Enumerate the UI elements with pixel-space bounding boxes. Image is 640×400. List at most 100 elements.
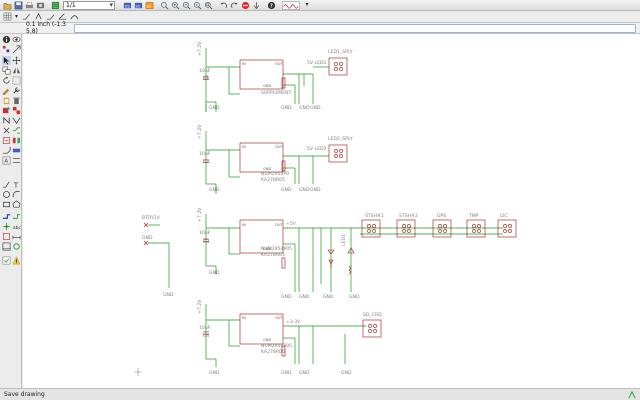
arc-icon[interactable]	[12, 190, 21, 199]
junction-icon[interactable]	[2, 222, 11, 231]
smash-icon[interactable]	[2, 126, 11, 135]
gnd-1c: GND	[299, 105, 310, 111]
erc-icon[interactable]	[2, 256, 11, 265]
board-icon[interactable]	[50, 1, 60, 10]
angle-icon[interactable]	[57, 12, 67, 21]
cam-icon[interactable]	[35, 1, 45, 10]
print-icon[interactable]	[24, 1, 34, 10]
run-icon[interactable]: UL	[144, 1, 154, 10]
invoke-icon[interactable]	[2, 136, 11, 145]
help-icon[interactable]: ?	[266, 1, 276, 10]
reg-sub-2: KA278R05	[261, 177, 285, 183]
regulator-block-4[interactable]: IN OUT GND +7.2V 10uF C4 NUM2954P05 KA27…	[197, 299, 382, 376]
battery-connector[interactable]: BTRY1V GND GND	[142, 215, 174, 298]
zoom-out-icon[interactable]	[181, 1, 191, 10]
save-icon[interactable]	[13, 1, 23, 10]
grid-icon[interactable]	[2, 12, 12, 21]
label-icon[interactable]: abc	[12, 222, 21, 231]
svg-text:UL: UL	[146, 4, 151, 8]
svg-text:US: US	[124, 4, 130, 8]
split-icon[interactable]	[12, 126, 21, 135]
pin-gnd-1: GND	[263, 84, 271, 88]
open-icon[interactable]	[2, 1, 12, 10]
polygon-icon[interactable]	[12, 200, 21, 209]
zoom-in-icon[interactable]	[170, 1, 180, 10]
design-link-dropdown-icon[interactable]: ▾	[305, 1, 309, 8]
delete-icon[interactable]	[12, 96, 21, 105]
pin-out-2: OUT	[275, 145, 283, 149]
main-toolbar: 1/1 US SC UL 1 ? ▾	[0, 0, 640, 11]
crosshair-cursor	[134, 368, 142, 376]
optimize-icon[interactable]	[12, 146, 21, 155]
select-icon[interactable]	[2, 56, 11, 65]
header-stsh2: STSH#2	[399, 213, 418, 219]
mirror-icon[interactable]	[33, 12, 43, 21]
cap-label-2: C2	[203, 159, 209, 165]
zoom-fit-icon[interactable]	[159, 1, 169, 10]
regulator-block-1[interactable]: IN OUT GND +7.2V 10uF C1 SUPPLEMENT 5V L…	[197, 41, 353, 112]
warning-icon[interactable]	[12, 256, 21, 265]
miter-icon[interactable]	[45, 12, 55, 21]
cap-label-3: C3	[203, 239, 209, 245]
replace-icon[interactable]	[12, 106, 21, 115]
miter-tool-icon[interactable]	[2, 146, 11, 155]
mirror-tool-icon[interactable]	[12, 66, 21, 75]
redo-icon[interactable]	[229, 1, 239, 10]
wire-icon[interactable]	[2, 180, 11, 189]
regulator-block-2[interactable]: IN OUT GND +7.2V 10uF C2 NUM2954P0 KA278…	[197, 124, 353, 194]
gate-swap-icon[interactable]	[12, 136, 21, 145]
cap-value-2: 10uF	[199, 151, 211, 157]
zoom-sel-icon[interactable]: 1	[192, 1, 202, 10]
dimension-icon[interactable]	[12, 232, 21, 241]
move-icon[interactable]	[12, 56, 21, 65]
stop-icon[interactable]	[240, 1, 250, 10]
mark-icon[interactable]	[12, 45, 21, 54]
reg-sub-4: KA278R05	[261, 349, 285, 355]
add-icon[interactable]	[2, 106, 11, 115]
command-input[interactable]	[74, 23, 636, 33]
grid-dropdown-icon[interactable]: ▾	[14, 12, 18, 20]
attribute-tool-icon[interactable]	[2, 232, 11, 241]
design-link-icon[interactable]	[281, 0, 301, 10]
name-icon[interactable]	[2, 116, 11, 125]
undo-icon[interactable]	[218, 1, 228, 10]
cap-value-4: 10uF	[199, 325, 211, 331]
regulator-block-3[interactable]: IN OUT GND +7.2V 10uF C3 NUM2954P05 KA27…	[197, 207, 503, 300]
svg-text:abc: abc	[13, 225, 21, 231]
go-icon[interactable]	[251, 1, 261, 10]
net-icon[interactable]	[12, 212, 21, 221]
circle-icon[interactable]	[2, 190, 11, 199]
change-icon[interactable]	[2, 86, 11, 95]
pin-in-2: IN	[242, 145, 246, 149]
headers[interactable]: STSH#1 STSH#2 GPS TMP I2C	[361, 213, 517, 238]
text-icon[interactable]: T	[12, 180, 21, 189]
hole-icon[interactable]	[12, 242, 21, 251]
use-icon[interactable]: US	[122, 1, 132, 10]
rect-icon[interactable]	[2, 200, 11, 209]
gnd-4c: GND	[299, 370, 310, 376]
paste-icon[interactable]	[2, 96, 11, 105]
pin-in-1: IN	[242, 62, 246, 66]
copy-icon[interactable]	[2, 66, 11, 75]
info-icon[interactable]	[2, 35, 11, 44]
script-icon[interactable]: SC	[133, 1, 143, 10]
pin-in-3: IN	[242, 223, 246, 227]
attribute-icon[interactable]: A	[2, 156, 11, 165]
rotate-icon[interactable]	[2, 76, 11, 85]
curve-icon[interactable]	[69, 12, 79, 21]
pinswap-icon[interactable]	[12, 156, 21, 165]
bend-style-icon[interactable]	[21, 12, 31, 21]
value-icon[interactable]	[12, 116, 21, 125]
schematic-drawing[interactable]: IN OUT GND +7.2V 10uF C1 SUPPLEMENT 5V L…	[23, 34, 640, 388]
display-icon[interactable]	[2, 45, 11, 54]
bus-icon[interactable]	[2, 212, 11, 221]
group-icon[interactable]	[12, 76, 21, 85]
header-stsh1: STSH#1	[365, 213, 384, 219]
frame-icon[interactable]	[2, 242, 11, 251]
reg-name-3: NUM2954P05	[261, 246, 292, 252]
show-icon[interactable]	[12, 35, 21, 44]
zoom-area-icon[interactable]	[203, 1, 213, 10]
schematic-canvas[interactable]: IN OUT GND +7.2V 10uF C1 SUPPLEMENT 5V L…	[23, 34, 640, 388]
wrench-icon[interactable]	[12, 86, 21, 95]
sheet-select[interactable]: 1/1	[63, 0, 115, 10]
